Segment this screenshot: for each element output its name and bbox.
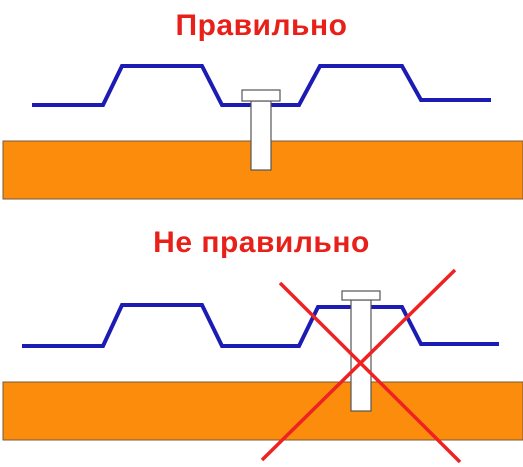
screw-icon (241, 89, 281, 171)
caption-incorrect: Не правильно (153, 226, 370, 259)
caption-correct: Правильно (175, 9, 348, 42)
cross-stroke-1 (278, 281, 462, 464)
screw-shaft-correct (250, 100, 272, 171)
panel-incorrect (2, 268, 523, 464)
base-board-incorrect (2, 381, 523, 441)
red-x-icon (260, 268, 462, 464)
screw-head-incorrect (341, 290, 381, 301)
profiled-sheet-incorrect (22, 303, 499, 348)
cross-stroke-2 (260, 268, 457, 462)
screw-head-correct (241, 89, 281, 102)
panel-correct (2, 64, 523, 200)
